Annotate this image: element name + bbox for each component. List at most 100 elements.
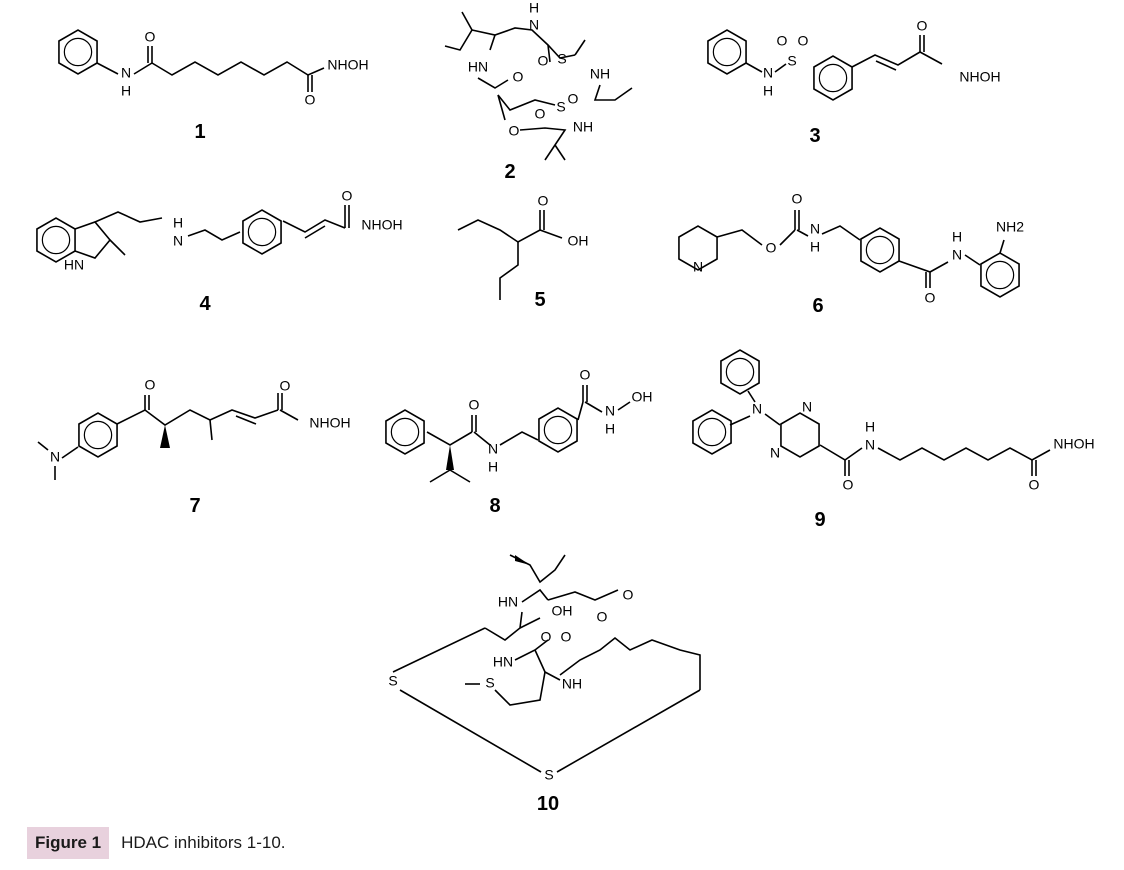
atom-label: S <box>485 675 494 691</box>
bond <box>514 639 549 661</box>
compound-number: 1 <box>194 121 205 143</box>
wedge-bond <box>446 445 454 470</box>
atom-label: O <box>843 477 854 493</box>
ring <box>860 227 900 273</box>
aromatic-circle <box>818 63 848 93</box>
atom-label: S <box>787 53 796 69</box>
bond <box>96 62 119 75</box>
compound-number: 5 <box>534 289 545 311</box>
ring <box>707 29 747 75</box>
bond <box>94 211 163 223</box>
aromatic-circle <box>390 417 420 447</box>
atom-label: H <box>763 83 773 99</box>
atom-label: HN <box>64 257 84 273</box>
bond <box>779 229 796 246</box>
bond <box>282 219 346 233</box>
atom-label: O <box>538 53 549 69</box>
atom-label: N <box>50 449 60 465</box>
atom-label: NH <box>590 66 610 82</box>
bond <box>547 44 551 63</box>
bond <box>999 239 1005 254</box>
bond <box>617 401 631 411</box>
atom-label: O <box>925 290 936 306</box>
compound-number: 3 <box>809 125 820 147</box>
ring <box>538 407 578 453</box>
bond <box>109 239 126 256</box>
ring <box>385 409 425 455</box>
bond <box>919 51 943 65</box>
bond <box>519 127 567 161</box>
bond <box>747 390 756 403</box>
bond <box>477 77 509 89</box>
aromatic-circle <box>712 37 742 67</box>
atom-label: N <box>121 65 131 81</box>
atom-label: O <box>917 18 928 34</box>
bond <box>819 444 846 476</box>
bond <box>821 225 861 241</box>
bond <box>457 219 563 243</box>
atom-label: H <box>121 83 131 99</box>
bond <box>209 419 213 441</box>
bond <box>577 401 584 421</box>
atom-label: HN <box>468 59 488 75</box>
atom-label: O <box>513 69 524 85</box>
ring <box>242 209 282 255</box>
bond <box>444 11 473 51</box>
bond <box>547 589 619 601</box>
bond <box>964 254 981 266</box>
atom-label: O <box>342 188 353 204</box>
compound-number: 10 <box>537 793 559 815</box>
atom-label: N <box>173 233 183 249</box>
atom-label: HN <box>493 654 513 670</box>
bond <box>745 62 763 73</box>
atom-label: O <box>623 587 634 603</box>
bond <box>426 431 473 446</box>
ring <box>692 409 732 455</box>
atom-label: NHOH <box>1053 436 1094 452</box>
atom-label: O <box>538 193 549 209</box>
atom-label: NH2 <box>996 219 1024 235</box>
figure-badge: Figure 1 <box>27 827 110 859</box>
bond <box>497 94 556 111</box>
atom-label: N <box>763 65 773 81</box>
atom-label: S <box>556 99 565 115</box>
atom-label: O <box>580 367 591 383</box>
bond <box>449 469 471 483</box>
bond <box>716 229 763 246</box>
bond <box>559 636 701 690</box>
atom-label: H <box>488 459 498 475</box>
atom-label: OH <box>552 603 573 619</box>
atom-label: S <box>544 767 553 783</box>
bond <box>133 61 325 76</box>
atom-label: OH <box>632 389 653 405</box>
atom-label: NHOH <box>309 415 350 431</box>
atom-label: NH <box>573 119 593 135</box>
aromatic-circle <box>63 37 93 67</box>
atom-label: O <box>145 29 156 45</box>
ring <box>58 29 98 75</box>
aromatic-circle <box>725 357 755 387</box>
bond <box>534 649 561 681</box>
atom-label: O <box>597 609 608 625</box>
atom-label: O <box>561 629 572 645</box>
bond <box>429 469 451 483</box>
atom-label: N <box>488 441 498 457</box>
aromatic-circle <box>247 217 277 247</box>
atom-label: N <box>529 17 539 33</box>
atom-label: NH <box>562 676 582 692</box>
bond <box>574 39 586 56</box>
bond <box>484 611 523 641</box>
atom-label: O <box>792 191 803 207</box>
atom-label: O <box>509 123 520 139</box>
bond <box>489 34 496 51</box>
ring <box>980 252 1020 298</box>
bond <box>593 84 633 101</box>
atom-label: H <box>952 229 962 245</box>
atom-label: N <box>810 221 820 237</box>
